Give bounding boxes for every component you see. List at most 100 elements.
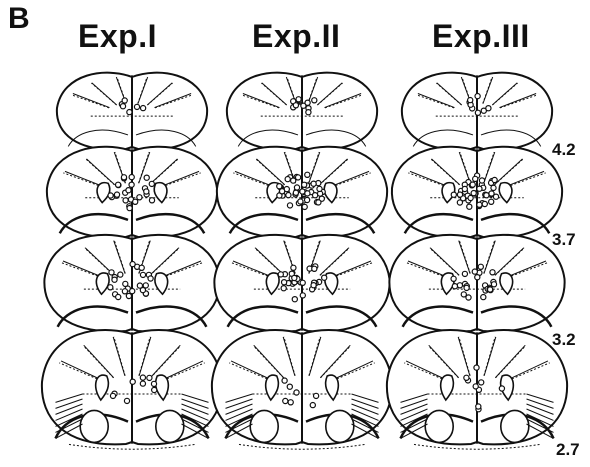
- injection-site-marker: [122, 289, 127, 294]
- injection-site-marker: [457, 200, 462, 205]
- injection-site-marker: [478, 264, 483, 269]
- injection-site-marker: [296, 97, 301, 102]
- injection-site-marker: [305, 100, 310, 105]
- injection-site-marker: [488, 287, 493, 292]
- injection-site-marker: [140, 375, 145, 380]
- ventral-surface: [239, 444, 365, 449]
- injection-site-marker: [130, 379, 135, 384]
- left-hemisphere: [47, 147, 132, 238]
- section-row4-col1: [42, 330, 222, 449]
- injection-site-marker: [473, 384, 478, 389]
- injection-site-marker: [292, 297, 297, 302]
- injection-site-marker: [140, 272, 145, 277]
- injection-site-marker: [298, 199, 303, 204]
- injection-site-marker: [486, 106, 491, 111]
- injection-site-marker: [468, 98, 473, 103]
- injection-site-marker: [116, 294, 121, 299]
- injection-site-marker: [457, 283, 462, 288]
- injection-site-marker: [477, 186, 482, 191]
- injection-site-marker: [118, 272, 123, 277]
- right-hemisphere: [302, 73, 377, 150]
- injection-site-marker: [499, 386, 504, 391]
- ventral-structure: [501, 410, 529, 442]
- injection-site-marker: [277, 184, 282, 189]
- injection-site-marker: [474, 365, 479, 370]
- injection-site-marker: [133, 199, 138, 204]
- section-row2-col1: [47, 147, 217, 238]
- injection-site-marker: [316, 200, 321, 205]
- section-row3-col3: [389, 235, 564, 332]
- injection-site-marker: [130, 289, 135, 294]
- injection-site-marker: [300, 280, 305, 285]
- injection-site-marker: [312, 266, 317, 271]
- injection-site-marker: [300, 293, 305, 298]
- injection-site-marker: [285, 177, 290, 182]
- injection-site-marker: [314, 393, 319, 398]
- injection-site-marker: [468, 195, 473, 200]
- injection-site-marker: [126, 188, 131, 193]
- injection-site-marker: [461, 292, 466, 297]
- injection-site-marker: [283, 398, 288, 403]
- injection-site-marker: [127, 206, 132, 211]
- injection-site-marker: [475, 275, 480, 280]
- injection-site-marker: [143, 283, 148, 288]
- injection-site-marker: [139, 265, 144, 270]
- section-row3-col1: [44, 235, 219, 332]
- injection-site-marker: [108, 193, 113, 198]
- injection-site-marker: [491, 282, 496, 287]
- injection-site-marker: [126, 293, 131, 298]
- injection-site-marker: [144, 189, 149, 194]
- injection-site-marker: [121, 175, 126, 180]
- injection-site-marker: [452, 284, 457, 289]
- injection-site-marker: [305, 172, 310, 177]
- section-row3-col2: [214, 235, 389, 332]
- injection-site-marker: [464, 375, 469, 380]
- injection-site-marker: [311, 283, 316, 288]
- injection-site-marker: [137, 283, 142, 288]
- injection-site-marker: [492, 177, 497, 182]
- injection-site-marker: [134, 104, 139, 109]
- injection-site-marker: [149, 181, 154, 186]
- injection-site-marker: [457, 192, 462, 197]
- injection-site-marker: [305, 197, 310, 202]
- ventral-structure: [326, 410, 354, 442]
- injection-site-marker: [317, 186, 322, 191]
- injection-site-marker: [129, 182, 134, 187]
- section-row4-col3: [387, 330, 567, 449]
- injection-site-marker: [151, 381, 156, 386]
- injection-site-marker: [451, 192, 456, 197]
- injection-site-marker: [479, 178, 484, 183]
- injection-site-marker: [473, 176, 478, 181]
- injection-site-marker: [479, 380, 484, 385]
- injection-site-marker: [281, 286, 286, 291]
- injection-site-marker: [484, 193, 489, 198]
- injection-site-marker: [475, 94, 480, 99]
- injection-site-marker: [302, 182, 307, 187]
- injection-site-marker: [322, 275, 327, 280]
- injection-site-marker: [147, 375, 152, 380]
- injection-site-marker: [491, 185, 496, 190]
- injection-site-marker: [141, 106, 146, 111]
- section-row2-col2: [217, 147, 387, 238]
- injection-site-marker: [467, 204, 472, 209]
- section-row2-col3: [392, 147, 562, 238]
- injection-site-marker: [129, 175, 134, 180]
- ventral-surface: [414, 444, 540, 449]
- left-hemisphere: [57, 73, 132, 150]
- ventral-structure: [156, 410, 184, 442]
- section-row4-col2: [212, 330, 392, 449]
- injection-site-marker: [462, 186, 467, 191]
- ventral-structure: [80, 410, 108, 442]
- injection-site-marker: [451, 276, 456, 281]
- injection-site-marker: [291, 265, 296, 270]
- injection-site-marker: [302, 204, 307, 209]
- injection-site-marker: [127, 110, 132, 115]
- injection-site-marker: [489, 199, 494, 204]
- left-hemisphere: [227, 73, 302, 150]
- injection-site-marker: [282, 378, 287, 383]
- injection-site-marker: [293, 190, 298, 195]
- injection-site-marker: [149, 198, 154, 203]
- injection-site-marker: [476, 404, 481, 409]
- injection-site-marker: [462, 271, 467, 276]
- injection-site-marker: [137, 195, 142, 200]
